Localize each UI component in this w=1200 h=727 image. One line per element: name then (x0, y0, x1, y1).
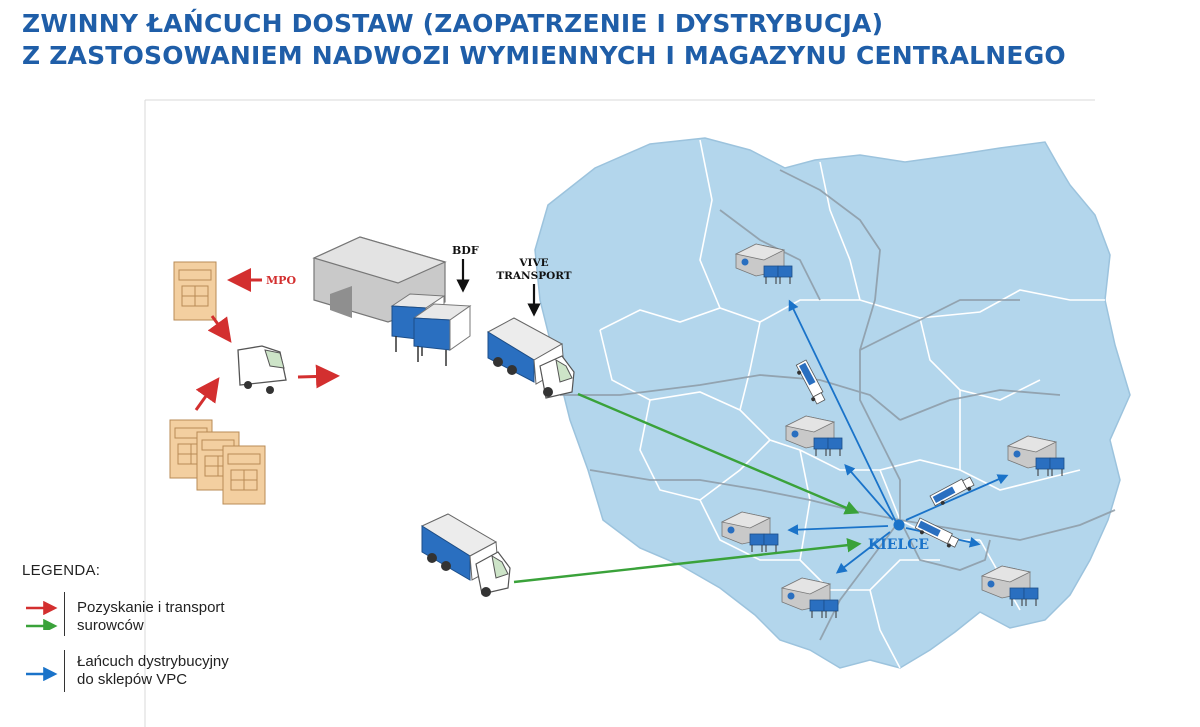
poland-map (534, 137, 1131, 669)
label-transport: TRANSPORT (496, 270, 571, 282)
label-vive: VIVE (518, 257, 548, 269)
poland-outline (534, 137, 1131, 669)
van-icon (237, 345, 287, 394)
truck-icon (486, 317, 575, 399)
label-kielce: KIELCE (868, 537, 929, 553)
legend-supply-line1: Pozyskanie i transport (77, 599, 225, 616)
label-bdf: BDF (452, 244, 479, 257)
label-mpo: MPO (266, 274, 296, 287)
legend-supply-line2: surowców (77, 617, 144, 634)
legend-distribution-line2: do sklepów VPC (77, 671, 188, 688)
title-line-1: ZWINNY ŁAŃCUCH DOSTAW (ZAOPATRZENIE I DY… (22, 9, 884, 38)
legend-supply-arrows (26, 600, 58, 630)
parcel-box-icon (173, 261, 217, 321)
page-title: ZWINNY ŁAŃCUCH DOSTAW (ZAOPATRZENIE I DY… (22, 8, 1066, 72)
container-icon (412, 303, 472, 366)
legend-title: LEGENDA: (22, 562, 101, 579)
parcel-box-icon (222, 445, 266, 505)
legend-distribution-line1: Łańcuch dystrybucyjny (77, 653, 229, 670)
hub-dot-icon (893, 519, 905, 531)
legend-distribution-arrow (26, 666, 58, 682)
truck-icon (420, 513, 511, 597)
title-line-2: Z ZASTOSOWANIEM NADWOZI WYMIENNYCH I MAG… (22, 41, 1066, 70)
legend-divider (64, 650, 65, 692)
legend-divider (64, 592, 65, 636)
